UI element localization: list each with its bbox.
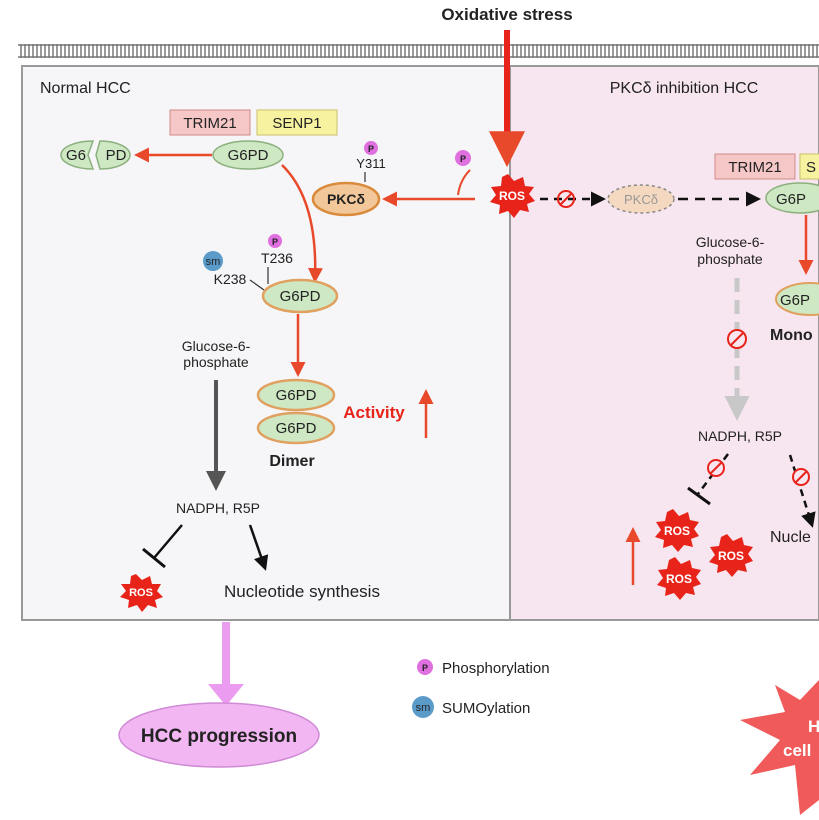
sumo-k238-sm: sm (206, 256, 221, 268)
ros-left-burst (120, 574, 163, 612)
g6pd-to-monomer-arrow (281, 164, 323, 283)
phospho-t236-p: P (272, 237, 278, 247)
y311-label: Y311 (356, 156, 385, 171)
k238-label: K238 (214, 271, 247, 287)
phospho-incoming-dot (455, 150, 471, 166)
dimer-bottom-label: G6PD (276, 420, 317, 437)
inhibition-icon-g6p (727, 329, 747, 349)
trim21-right-label: TRIM21 (728, 159, 781, 176)
senp1-label: SENP1 (272, 115, 321, 132)
phospho-incoming-p: P (460, 154, 466, 164)
g6p-left-line1: Glucose-6- (182, 338, 251, 354)
right-panel-title: PKCδ inhibition HCC (610, 80, 759, 97)
phospho-y311-dot (364, 141, 378, 155)
g6pd-top-label: G6PD (228, 147, 269, 164)
legend-phospho-dot (417, 659, 433, 675)
legend-sumoylation: SUMOylation (442, 700, 530, 717)
ros-left-label: ROS (129, 587, 153, 599)
g6pd-monomer-label: G6PD (280, 288, 321, 305)
g6pd-right-monomer-label: G6P (780, 292, 810, 309)
degraded-g6pd-left (60, 140, 95, 170)
sumo-k238-dot (203, 251, 223, 271)
t236-label: T236 (261, 250, 293, 266)
pkc-delta-inhibited-label: PKCδ (624, 192, 658, 207)
degraded-g6-label: G6 (66, 147, 86, 164)
ros-top-label: ROS (499, 189, 525, 203)
g6pd-right-label: G6P (776, 191, 806, 208)
nadph-left-label: NADPH, R5P (176, 500, 260, 516)
g6pd-monomer-node (261, 278, 339, 314)
pkc-delta-node (311, 181, 381, 217)
burst-line2: cell (783, 741, 811, 760)
g6p-right-line1: Glucose-6- (696, 234, 765, 250)
senp1-box (256, 109, 338, 136)
inhibition-icon-nucleotide (792, 468, 810, 486)
trim21-label: TRIM21 (183, 115, 236, 132)
pkc-delta-inhibited-node (607, 184, 675, 214)
ros-right-burst-b (709, 534, 753, 577)
cell-death-burst (740, 680, 819, 815)
activity-label: Activity (343, 403, 405, 422)
ros-right-label-b: ROS (718, 549, 744, 563)
dimer-bottom-node (256, 411, 336, 445)
left-panel-title: Normal HCC (40, 80, 131, 97)
nadph-inhibits-ros (153, 524, 183, 559)
ros-right-label-c: ROS (666, 572, 692, 586)
ros-right-burst-c (657, 557, 701, 600)
g6pd-right-node (765, 182, 819, 214)
nucleotide-synthesis-label: Nucleotide synthesis (224, 582, 380, 601)
phospho-t236-dot (268, 234, 282, 248)
legend-phosphorylation: Phosphorylation (442, 660, 550, 677)
dimer-top-label: G6PD (276, 387, 317, 404)
g6pd-right-monomer-node (775, 282, 819, 316)
dimer-top-node (256, 378, 336, 412)
inhibition-icon-ros (707, 459, 725, 477)
dimer-label: Dimer (269, 453, 314, 470)
monomer-partial-label: Mono (770, 327, 813, 344)
ros-right-label-a: ROS (664, 524, 690, 538)
ros-top-burst (490, 174, 535, 218)
degraded-pd-label: PD (106, 147, 127, 164)
senp1-right-label: S (806, 159, 816, 176)
g6p-right-line2: phosphate (697, 251, 763, 267)
cell-membrane (18, 44, 819, 58)
burst-line1: H (808, 717, 819, 736)
inhibition-icon (557, 190, 575, 208)
legend-sumo-sm: sm (416, 702, 431, 714)
nadph-right-to-nucleotide-dashed (788, 454, 816, 528)
g6p-left-line2: phosphate (183, 354, 249, 370)
nadph-right-label: NADPH, R5P (698, 428, 782, 444)
phospho-y311-p: P (368, 144, 374, 154)
oxidative-stress-label: Oxidative stress (441, 5, 572, 24)
hcc-progression-node (118, 702, 320, 768)
senp1-right-box (799, 153, 819, 180)
trim21-box (169, 109, 251, 136)
g6pd-top-node (212, 140, 284, 170)
nadph-to-nucleotide-arrow (248, 524, 269, 571)
legend-sumo-dot (412, 696, 434, 718)
trim21-right-box (714, 153, 796, 180)
hcc-progression-label: HCC progression (141, 726, 297, 747)
degraded-g6pd-right (95, 140, 131, 170)
ros-right-burst-a (655, 509, 699, 552)
legend-phospho-p: P (422, 663, 428, 673)
nucleotide-right-partial: Nucle (770, 529, 811, 546)
pkc-delta-label: PKCδ (327, 191, 365, 207)
